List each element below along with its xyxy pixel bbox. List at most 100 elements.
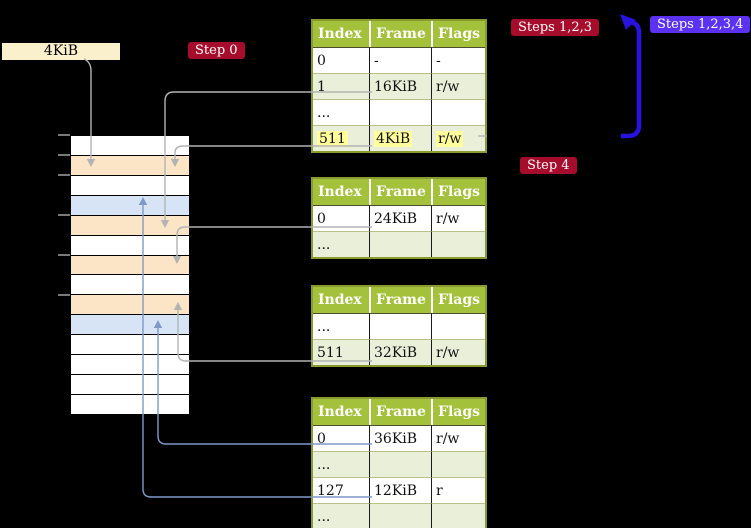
axis-tick <box>58 174 70 176</box>
column-header: Frame <box>369 287 431 313</box>
column-header: Flags <box>431 287 485 313</box>
column-header: Frame <box>369 179 431 205</box>
highlighted-value: r/w <box>436 130 464 147</box>
column-header: Index <box>313 399 369 425</box>
table-row: ... <box>313 313 485 339</box>
memory-row-white <box>71 136 189 155</box>
table-cell: 4KiB <box>369 125 431 151</box>
table-row: ... <box>313 231 485 257</box>
steps123-badge: Steps 1,2,3 <box>511 19 600 36</box>
table-cell <box>431 451 485 477</box>
frame-size-label: 4KiB <box>2 43 120 60</box>
column-header: Flags <box>431 399 485 425</box>
arrow-upleft-icon <box>620 14 636 30</box>
table-cell <box>369 451 431 477</box>
table-cell <box>431 313 485 339</box>
axis-tick <box>58 294 70 296</box>
table-cell: 511 <box>313 339 369 365</box>
memory-row-blue <box>71 194 189 215</box>
table-cell: 32KiB <box>369 339 431 365</box>
table-cell: ... <box>313 503 369 528</box>
table-cell: 12KiB <box>369 477 431 503</box>
table-cell: ... <box>313 99 369 125</box>
table-cell: r <box>431 477 485 503</box>
table-cell: ... <box>313 313 369 339</box>
table-cell <box>369 231 431 257</box>
table-row: 0-- <box>313 47 485 73</box>
memory-row-peach <box>71 154 189 175</box>
memory-row-white <box>71 374 189 394</box>
table-cell <box>369 99 431 125</box>
table-cell <box>369 503 431 528</box>
memory-row-white <box>71 234 189 255</box>
memory-row-peach <box>71 254 189 275</box>
memory-row-peach <box>71 294 189 315</box>
table-cell: r/w <box>431 125 485 151</box>
table-cell: ... <box>313 231 369 257</box>
axis-tick <box>58 134 70 136</box>
physical-memory-strip <box>70 135 190 415</box>
table-cell: r/w <box>431 425 485 451</box>
table-row: ... <box>313 503 485 528</box>
table-cell: 0 <box>313 205 369 231</box>
table-cell: 24KiB <box>369 205 431 231</box>
table-cell <box>431 231 485 257</box>
axis-tick <box>58 214 70 216</box>
column-header: Flags <box>431 21 485 47</box>
highlighted-value: 511 <box>317 130 348 147</box>
table-cell: 127 <box>313 477 369 503</box>
table-cell: r/w <box>431 73 485 99</box>
memory-row-white <box>71 334 189 355</box>
table-cell: 36KiB <box>369 425 431 451</box>
memory-row-white <box>71 393 189 414</box>
table-cell: r/w <box>431 205 485 231</box>
table-row: ... <box>313 99 485 125</box>
loop-back-arrow <box>621 19 642 139</box>
table-cell: 0 <box>313 47 369 73</box>
memory-row-peach <box>71 214 189 235</box>
column-header: Frame <box>369 21 431 47</box>
table-row: 511 4KiB r/w <box>313 125 485 151</box>
table-cell: 0 <box>313 425 369 451</box>
steps1234-badge: Steps 1,2,3,4 <box>650 16 751 33</box>
axis-tick <box>58 254 70 256</box>
table-cell: 1 <box>313 73 369 99</box>
table-cell: - <box>431 47 485 73</box>
table-cell: 16KiB <box>369 73 431 99</box>
column-header: Frame <box>369 399 431 425</box>
table-cell: ... <box>313 451 369 477</box>
column-header: Index <box>313 287 369 313</box>
table-cell <box>431 503 485 528</box>
memory-row-white <box>71 274 189 295</box>
table-cell <box>369 313 431 339</box>
column-header: Flags <box>431 179 485 205</box>
axis-tick <box>58 154 70 156</box>
highlighted-value: 4KiB <box>374 130 413 147</box>
table-cell: 511 <box>313 125 369 151</box>
table-cell: - <box>369 47 431 73</box>
column-header: Index <box>313 21 369 47</box>
table-row: ... <box>313 451 485 477</box>
column-header: Index <box>313 179 369 205</box>
step0-badge: Step 0 <box>188 42 245 59</box>
memory-row-white <box>71 354 189 375</box>
table-cell <box>431 99 485 125</box>
